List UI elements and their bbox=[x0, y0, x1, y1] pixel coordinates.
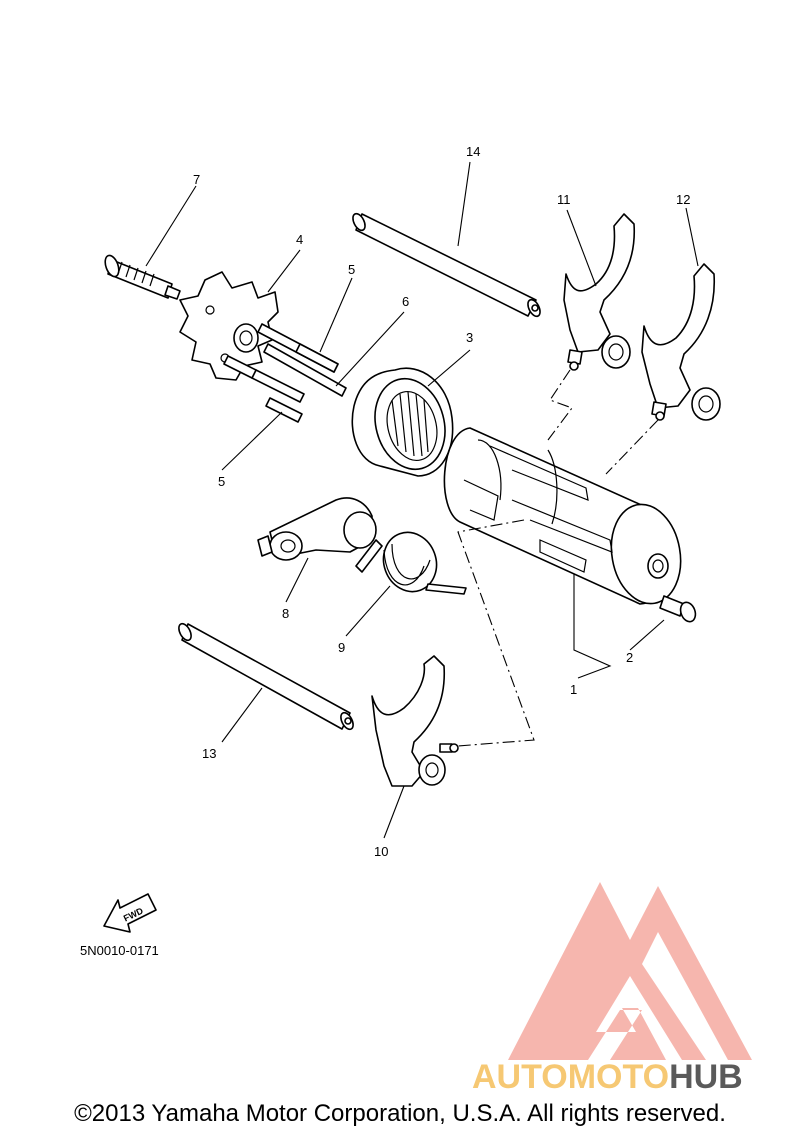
part-9-torsion-spring bbox=[355, 531, 467, 595]
part-1-shift-cam bbox=[443, 427, 682, 605]
svg-text:AUTOMOTOHUB: AUTOMOTOHUB bbox=[472, 1058, 743, 1095]
callout-7: 7 bbox=[193, 172, 200, 187]
callout-6: 6 bbox=[402, 294, 409, 309]
part-3-bearing bbox=[351, 367, 454, 477]
callout-1: 1 bbox=[570, 682, 577, 697]
callout-12: 12 bbox=[676, 192, 690, 207]
callout-4: 4 bbox=[296, 232, 303, 247]
copyright-notice: ©2013 Yamaha Motor Corporation, U.S.A. A… bbox=[74, 1100, 726, 1127]
callout-10: 10 bbox=[374, 844, 388, 859]
alignment-lines bbox=[457, 369, 659, 747]
callout-5-lower: 5 bbox=[218, 474, 225, 489]
part-2-pin bbox=[659, 595, 697, 623]
fwd-arrow-icon: FWD bbox=[103, 893, 157, 933]
callout-14: 14 bbox=[466, 144, 480, 159]
part-7-screw bbox=[104, 254, 181, 300]
callout-9: 9 bbox=[338, 640, 345, 655]
part-14-guide-bar bbox=[352, 212, 541, 318]
triangle-logo-icon bbox=[508, 882, 752, 1060]
part-12-shift-fork bbox=[641, 263, 721, 421]
callout-8: 8 bbox=[282, 606, 289, 621]
part-10-shift-fork bbox=[371, 655, 459, 787]
part-11-shift-fork bbox=[563, 213, 636, 371]
part-5-6-pins bbox=[223, 323, 347, 423]
part-13-guide-bar bbox=[178, 622, 354, 731]
callout-2: 2 bbox=[626, 650, 633, 665]
automotohub-logo: AUTOMOTOHUB bbox=[472, 882, 752, 1095]
leader-lines bbox=[145, 161, 699, 839]
logo-text-automoto: AUTOMOTO bbox=[472, 1058, 669, 1095]
logo-text-hub: HUB bbox=[669, 1058, 743, 1095]
callout-13: 13 bbox=[202, 746, 216, 761]
diagram-code: 5N0010-0171 bbox=[80, 943, 159, 958]
callout-5-upper: 5 bbox=[348, 262, 355, 277]
part-8-stopper-lever bbox=[257, 497, 377, 561]
callout-3: 3 bbox=[466, 330, 473, 345]
callout-11: 11 bbox=[557, 192, 571, 207]
part-4-segment bbox=[179, 271, 279, 381]
callout-labels: 1 2 3 4 5 5 6 7 8 9 10 11 12 13 14 bbox=[193, 144, 690, 859]
